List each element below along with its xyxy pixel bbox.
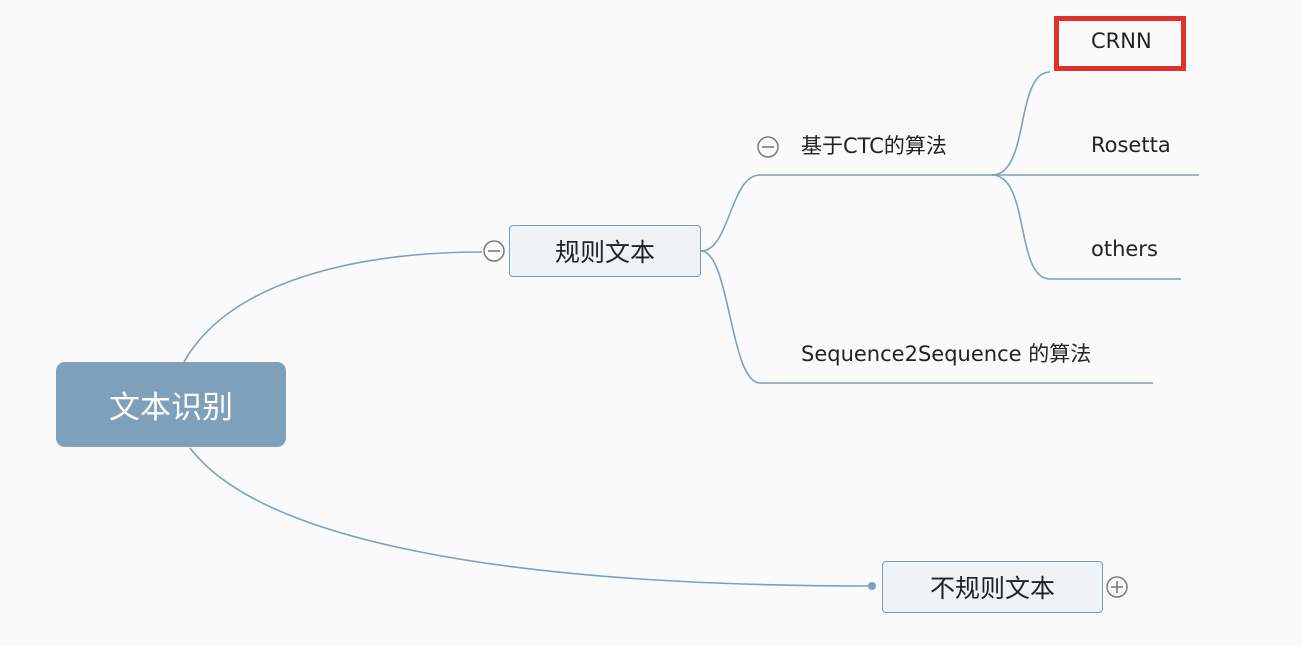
connector-dot [868, 582, 876, 590]
connector-root-to-regular [183, 251, 483, 363]
crnn-node[interactable]: CRNN [1091, 29, 1152, 53]
irregular-text-label: 不规则文本 [929, 574, 1055, 603]
regular-text-node[interactable]: 规则文本 [509, 225, 701, 277]
collapse-icon[interactable] [483, 240, 505, 262]
ctc-algorithms-node[interactable]: 基于CTC的算法 [801, 134, 947, 158]
expand-icon[interactable] [1106, 576, 1128, 598]
seq2seq-algorithms-node[interactable]: Sequence2Sequence 的算法 [801, 342, 1092, 366]
root-node[interactable]: 文本识别 [56, 362, 286, 447]
regular-text-label: 规则文本 [554, 238, 655, 267]
connector-ctc-to-crnn [991, 71, 1051, 176]
connector-regular-to-ctc [700, 174, 995, 252]
connector-root-to-irregular [189, 447, 873, 587]
connector-ctc-to-others [991, 174, 1181, 280]
others-node[interactable]: others [1091, 237, 1158, 261]
root-node-label: 文本识别 [109, 390, 233, 426]
collapse-icon[interactable] [757, 136, 779, 158]
connector-regular-to-seq2seq [700, 250, 1153, 384]
crnn-highlight-box [1054, 16, 1186, 71]
irregular-text-node[interactable]: 不规则文本 [882, 561, 1103, 613]
rosetta-node[interactable]: Rosetta [1091, 133, 1171, 157]
